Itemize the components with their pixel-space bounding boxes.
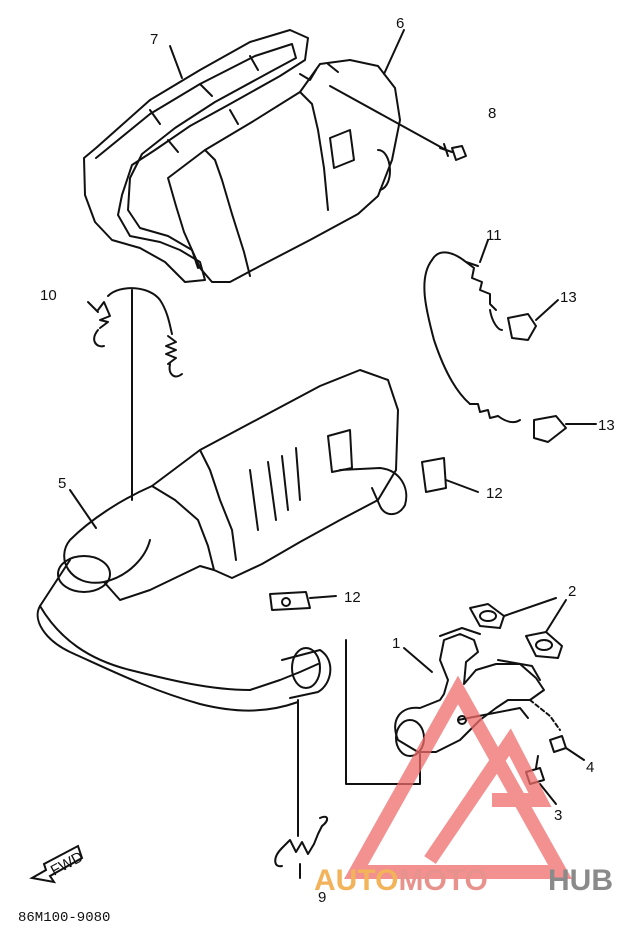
watermark-triangle-inner bbox=[424, 728, 552, 864]
callout-4: 4 bbox=[586, 759, 594, 776]
muffler-damper-lower bbox=[269, 591, 337, 611]
callout-3: 3 bbox=[554, 807, 562, 824]
callout-10: 10 bbox=[40, 287, 57, 304]
exhaust-spring bbox=[274, 699, 328, 879]
exhaust-gasket-2 bbox=[525, 631, 563, 659]
watermark-hub: HUB bbox=[548, 864, 613, 897]
watermark-automoto: AUTOMOTO bbox=[314, 864, 488, 897]
forward-direction-arrow: FWD bbox=[29, 844, 86, 884]
watermark-moto: MOTO bbox=[398, 864, 487, 897]
watermark-text: AUTOMOTO HUB bbox=[314, 864, 613, 897]
callout-2: 2 bbox=[568, 583, 576, 600]
callout-9: 9 bbox=[318, 889, 326, 906]
callout-13-upper: 13 bbox=[560, 289, 577, 306]
spring-damper-lower bbox=[533, 415, 597, 443]
diagram-code: 86M100-9080 bbox=[18, 910, 110, 926]
watermark-auto: AUTO bbox=[314, 864, 398, 897]
callout-1: 1 bbox=[392, 635, 400, 652]
exhaust-pipe bbox=[394, 627, 545, 757]
assembly-leader bbox=[345, 639, 421, 785]
watermark-logo bbox=[344, 675, 572, 879]
muffler-damper-upper bbox=[421, 457, 479, 493]
callout-7: 7 bbox=[150, 31, 158, 48]
callout-12-lower: 12 bbox=[344, 589, 361, 606]
watermark-triangle bbox=[344, 675, 572, 879]
callout-8: 8 bbox=[488, 105, 496, 122]
callout-12-upper: 12 bbox=[486, 485, 503, 502]
spring-damper-upper bbox=[507, 299, 559, 341]
muffler-heat-shield bbox=[167, 59, 401, 283]
exhaust-gasket-1 bbox=[469, 603, 505, 629]
muffler-protector-outer bbox=[83, 29, 309, 283]
shield-bolt bbox=[329, 85, 467, 161]
muffler-spring bbox=[87, 287, 183, 501]
mount-leader bbox=[529, 699, 561, 731]
callout-5: 5 bbox=[58, 475, 66, 492]
gasket-2-leader bbox=[545, 599, 567, 633]
muffler-assembly bbox=[36, 369, 408, 712]
callout-11: 11 bbox=[486, 227, 502, 244]
exhaust-nut bbox=[549, 735, 585, 761]
callout-13-lower: 13 bbox=[598, 417, 615, 434]
callout-6: 6 bbox=[396, 15, 404, 32]
gasket-1-leader bbox=[503, 597, 557, 617]
muffler-spring-2 bbox=[423, 239, 521, 424]
